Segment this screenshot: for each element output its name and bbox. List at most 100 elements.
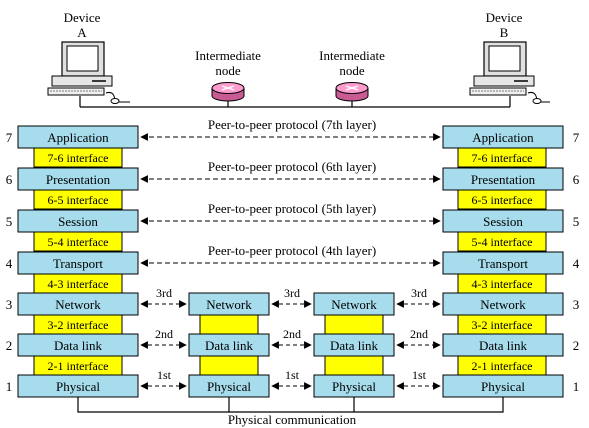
layer-number: 7: [573, 130, 580, 145]
peer-protocol-label: Peer-to-peer protocol (4th layer): [208, 243, 376, 258]
left-stack: Application Presentation Session Transpo…: [6, 125, 139, 398]
interface-label: 3-2 interface: [48, 318, 109, 332]
layer-label: Presentation: [471, 172, 536, 187]
layer-label: Transport: [478, 256, 528, 271]
layer-box: [17, 251, 139, 275]
layer-number: 3: [573, 297, 580, 312]
layer-label: Data link: [479, 338, 528, 353]
layer-box: [442, 292, 564, 316]
layer-box: [17, 292, 139, 316]
device-b-label-line1: Device: [486, 10, 523, 25]
interface-label: 4-3 interface: [472, 277, 533, 291]
interface-box: [324, 314, 384, 335]
layer-label: Physical: [481, 379, 525, 394]
layer-label: Network: [480, 297, 526, 312]
physical-communication-bracket: [77, 397, 504, 413]
peer-protocol-label: Peer-to-peer protocol (7th layer): [208, 117, 376, 132]
intermediate-node-1-stack: Network Data link Physical: [188, 292, 270, 398]
router-icon: [335, 82, 369, 107]
layer-label: Physical: [332, 379, 376, 394]
layer-label: Physical: [207, 379, 251, 394]
interface-label: 5-4 interface: [472, 235, 533, 249]
layer-label: Session: [483, 214, 523, 229]
layer-box: [17, 167, 139, 191]
device-b-label-line2: B: [500, 25, 509, 40]
layer-number: 2: [6, 338, 13, 353]
interface-label: 3-2 interface: [472, 318, 533, 332]
computer-a-icon: [47, 41, 130, 104]
layer-label: Data link: [330, 338, 379, 353]
hop-label: 2nd: [410, 327, 428, 341]
layer-label: Data link: [205, 338, 254, 353]
hop-label: 2nd: [283, 327, 301, 341]
layer-label: Transport: [53, 256, 103, 271]
layer-number: 5: [6, 214, 13, 229]
layer-label: Presentation: [46, 172, 111, 187]
interface-label: 2-1 interface: [48, 359, 109, 373]
router-icon: [211, 82, 245, 107]
hop-label: 1st: [285, 368, 300, 382]
hop-label: 2nd: [155, 327, 173, 341]
peer-protocol-arrows: Peer-to-peer protocol (7th layer) Peer-t…: [140, 117, 441, 267]
physical-communication-label: Physical communication: [228, 412, 357, 427]
layer-box: [442, 125, 564, 149]
layer-box: [188, 292, 270, 316]
hop-label: 3rd: [411, 286, 427, 300]
layer-box: [188, 333, 270, 357]
layer-label: Data link: [54, 338, 103, 353]
interface-label: 4-3 interface: [48, 277, 109, 291]
hop-label: 3rd: [156, 286, 172, 300]
layer-number: 7: [6, 130, 13, 145]
intermediate-node-1-label-line2: node: [215, 63, 241, 78]
layer-label: Application: [472, 130, 534, 145]
device-a-label-line1: Device: [64, 10, 101, 25]
device-a-label-line2: A: [77, 25, 87, 40]
intermediate-node-2-label-line1: Intermediate: [319, 48, 385, 63]
peer-protocol-label: Peer-to-peer protocol (5th layer): [208, 201, 376, 216]
layer-box: [17, 125, 139, 149]
interface-box: [199, 314, 259, 335]
layer-number: 4: [573, 256, 580, 271]
right-stack: Application Presentation Session Transpo…: [442, 125, 580, 398]
layer-number: 1: [6, 379, 13, 394]
layer-label: Network: [206, 297, 252, 312]
layer-box: [442, 333, 564, 357]
interface-label: 6-5 interface: [48, 193, 109, 207]
layer-box: [17, 333, 139, 357]
layer-number: 2: [573, 338, 580, 353]
interface-box: [324, 355, 384, 376]
layer-box: [17, 209, 139, 233]
layer-number: 6: [573, 172, 580, 187]
layer-box: [313, 292, 395, 316]
layer-label: Session: [58, 214, 98, 229]
interface-label: 7-6 interface: [472, 151, 533, 165]
intermediate-node-1-label-line1: Intermediate: [195, 48, 261, 63]
interface-label: 2-1 interface: [472, 359, 533, 373]
layer-label: Physical: [56, 379, 100, 394]
layer-number: 6: [6, 172, 13, 187]
layer-number: 3: [6, 297, 13, 312]
layer-box: [442, 209, 564, 233]
hop-label: 1st: [412, 368, 427, 382]
interface-label: 6-5 interface: [472, 193, 533, 207]
interface-label: 7-6 interface: [48, 151, 109, 165]
peer-protocol-label: Peer-to-peer protocol (6th layer): [208, 159, 376, 174]
layer-box: [313, 333, 395, 357]
hop-label: 1st: [157, 368, 172, 382]
layer-box: [442, 251, 564, 275]
intermediate-node-2-label-line2: node: [339, 63, 365, 78]
interface-label: 5-4 interface: [48, 235, 109, 249]
layer-number: 4: [6, 256, 13, 271]
layer-label: Application: [47, 130, 109, 145]
hop-label: 3rd: [284, 286, 300, 300]
hop-arrows: 3rd 3rd 3rd 2nd 2nd 2nd 1st 1st 1st: [140, 286, 441, 390]
intermediate-node-2-stack: Network Data link Physical: [313, 292, 395, 398]
layer-label: Network: [331, 297, 377, 312]
layer-label: Network: [55, 297, 101, 312]
computer-b-icon: [469, 41, 550, 104]
interface-box: [199, 355, 259, 376]
layer-number: 5: [573, 214, 580, 229]
layer-box: [442, 167, 564, 191]
